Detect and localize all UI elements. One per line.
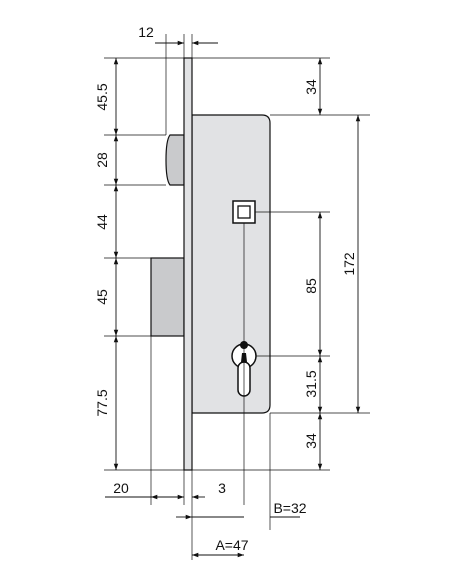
label-top-width: 12 <box>138 24 154 40</box>
dimension-lines <box>105 40 361 558</box>
keyhole-icon <box>240 341 249 362</box>
label-right-top: 34 <box>303 79 319 95</box>
lock-body-group <box>150 57 271 471</box>
follower-square-inner <box>237 205 251 219</box>
face-plate <box>183 57 193 471</box>
label-bottom-bolt: 20 <box>113 480 129 496</box>
lock-case <box>191 114 271 414</box>
latch-bolt <box>165 134 185 186</box>
label-right-bottom: 34 <box>303 433 319 449</box>
label-right-centers: 85 <box>303 278 319 294</box>
label-dim-a: A=47 <box>215 537 248 553</box>
label-right-cyl: 31.5 <box>303 370 319 397</box>
label-left-bolt: 45 <box>94 289 110 305</box>
label-right-total: 172 <box>341 252 357 276</box>
label-left-top: 45.5 <box>94 83 110 110</box>
label-left-bottom: 77.5 <box>94 389 110 416</box>
label-bottom-plate: 3 <box>218 480 226 496</box>
dead-bolt <box>150 257 185 337</box>
label-left-latch: 28 <box>94 152 110 168</box>
label-left-gap: 44 <box>94 214 110 230</box>
label-dim-b: B=32 <box>273 500 306 516</box>
dimension-labels: 12 45.5 28 44 45 77.5 34 85 31.5 34 172 … <box>94 24 357 553</box>
